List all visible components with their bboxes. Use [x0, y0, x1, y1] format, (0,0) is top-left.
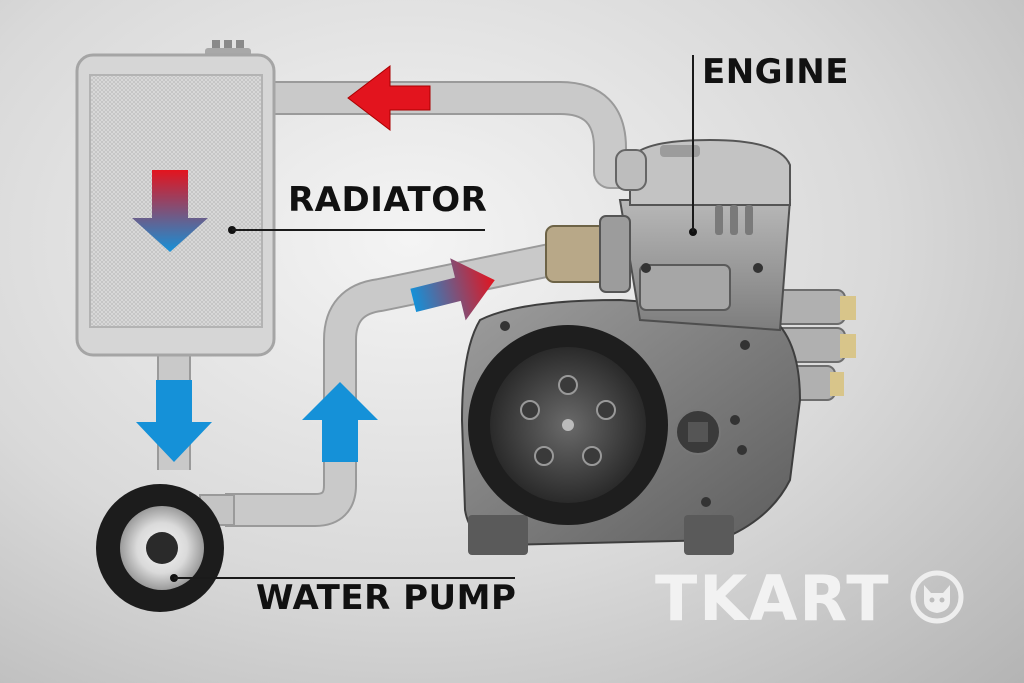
arrow-radiator-internal: [132, 170, 208, 252]
coolant-pipes: [157, 81, 640, 527]
brand-logo-text: TKART: [655, 562, 891, 635]
radiator-label: RADIATOR: [288, 180, 488, 220]
engine: [460, 55, 856, 555]
cat-head-icon: [910, 570, 964, 624]
arrow-cold-up-to-engine: [302, 382, 378, 462]
arrow-hot-to-radiator: [347, 64, 431, 132]
water-pump-label: WATER PUMP: [256, 578, 517, 618]
engine-label: ENGINE: [702, 52, 849, 92]
radiator: [75, 40, 485, 357]
water-pump: [96, 484, 515, 612]
arrow-cold-to-pump: [136, 380, 212, 462]
arrow-engine-inlet: [410, 258, 495, 321]
